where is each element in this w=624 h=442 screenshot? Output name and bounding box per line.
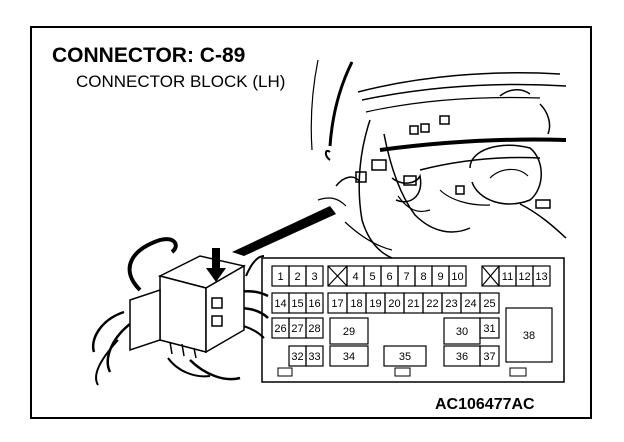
pin-cell <box>329 317 369 345</box>
pin-label: 28 <box>308 323 320 335</box>
pin-label: 16 <box>308 298 320 310</box>
pin-cell <box>305 292 324 314</box>
dashboard-illustration <box>310 59 567 259</box>
insertion-arrow <box>206 248 226 282</box>
pin-label: 24 <box>464 298 476 310</box>
pin-label: 29 <box>343 326 355 338</box>
leader-line <box>232 206 336 256</box>
pin-label: 36 <box>456 351 468 363</box>
pin-label: 11 <box>502 271 513 283</box>
pin-label: 33 <box>308 351 320 363</box>
pin-label: 6 <box>386 271 392 283</box>
pin-label: 23 <box>445 298 457 310</box>
pin-label: 31 <box>483 323 495 335</box>
pin-cell <box>532 265 551 287</box>
pin-label: 21 <box>407 298 419 310</box>
pin-cell <box>383 345 427 367</box>
pin-label: 9 <box>437 271 443 283</box>
pin-label: 34 <box>343 351 355 363</box>
pin-cell <box>305 265 324 287</box>
pin-label: 17 <box>331 298 343 310</box>
pin-label: 27 <box>291 323 303 335</box>
pin-label: 30 <box>456 326 468 338</box>
pin-cell <box>479 292 500 314</box>
unused-cavity-mark <box>481 265 500 287</box>
pin-label: 4 <box>352 271 358 283</box>
pin-label: 14 <box>274 298 286 310</box>
unused-cavity-mark <box>327 265 348 287</box>
pin-label: 10 <box>451 271 463 283</box>
pin-label: 15 <box>291 298 303 310</box>
pin-label: 35 <box>399 351 411 363</box>
pin-cell <box>448 265 467 287</box>
pin-cell <box>305 317 324 339</box>
pin-label: 13 <box>535 271 547 283</box>
pin-label: 26 <box>274 323 286 335</box>
pin-label: 37 <box>483 351 495 363</box>
pin-label: 8 <box>420 271 426 283</box>
pin-label: 19 <box>369 298 381 310</box>
pin-label: 22 <box>426 298 438 310</box>
pin-label: 3 <box>311 271 317 283</box>
connector-subtitle: CONNECTOR BLOCK (LH) <box>76 72 285 91</box>
connector-body <box>129 255 247 359</box>
pin-label: 12 <box>518 271 530 283</box>
pin-label: 25 <box>483 298 495 310</box>
connector-title: CONNECTOR: C-89 <box>52 44 245 67</box>
pin-label: 1 <box>277 271 283 283</box>
pin-label: 5 <box>369 271 375 283</box>
pin-label: 38 <box>523 330 535 342</box>
pin-label: 7 <box>403 271 409 283</box>
pin-label: 2 <box>294 271 300 283</box>
pin-label: 32 <box>291 351 303 363</box>
outer-frame <box>30 26 592 419</box>
figure-code: AC106477AC <box>435 396 535 413</box>
pin-cell <box>329 345 369 367</box>
pin-cell <box>305 345 324 367</box>
pin-cell <box>479 345 500 367</box>
pin-label: 18 <box>350 298 362 310</box>
pin-cell <box>505 307 553 363</box>
pin-label: 20 <box>388 298 400 310</box>
pin-cell <box>479 317 500 339</box>
